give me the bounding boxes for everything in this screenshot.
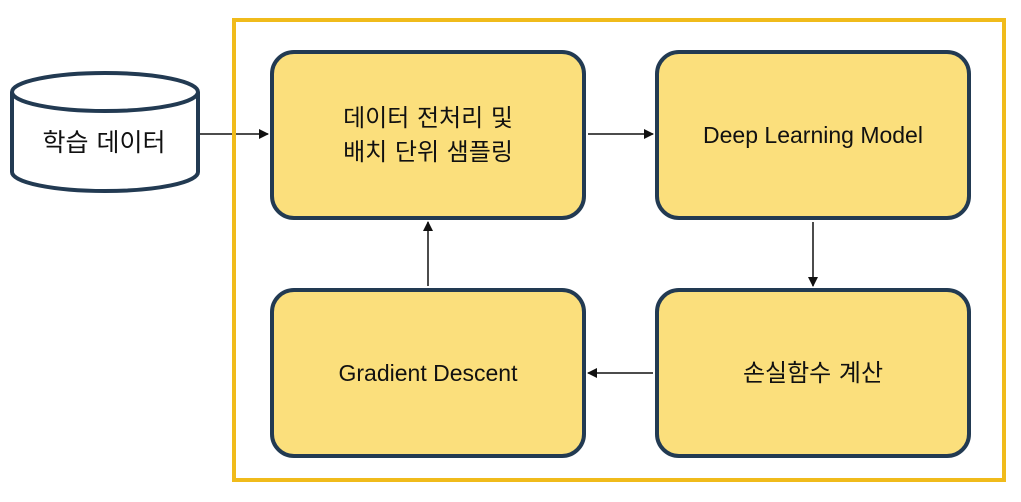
model-label: Deep Learning Model [703,122,923,148]
preprocess-line-2: 배치 단위 샘플링 [343,138,513,166]
preprocess-line-1: 데이터 전처리 및 [343,104,513,132]
preprocess-node: 데이터 전처리 및 배치 단위 샘플링 [270,50,586,220]
gradient-node: Gradient Descent [270,288,586,458]
database-cylinder-icon [10,71,200,193]
data-source-label: 학습 데이터 [42,128,166,157]
model-node: Deep Learning Model [655,50,971,220]
training-loop-frame [232,18,1006,482]
gradient-label: Gradient Descent [338,360,518,386]
loss-label: 손실함수 계산 [742,359,884,387]
loss-node: 손실함수 계산 [655,288,971,458]
